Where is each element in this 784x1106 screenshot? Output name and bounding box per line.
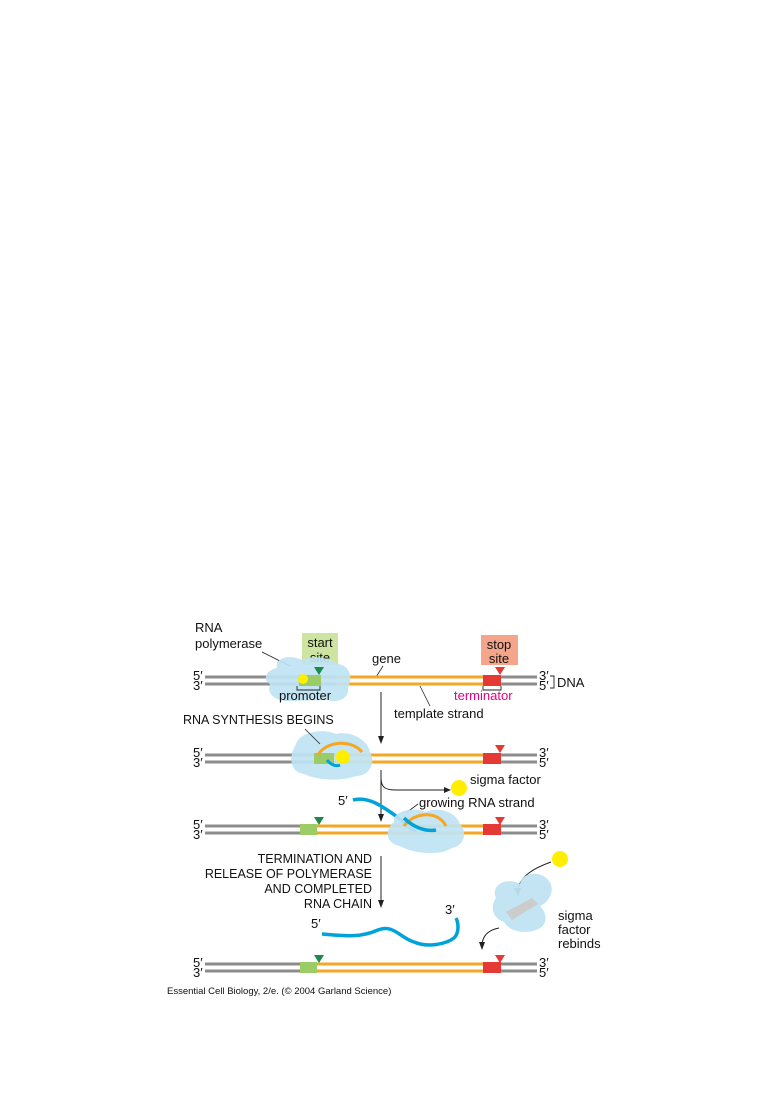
row3-rna-5prime: 5′	[338, 793, 348, 808]
dna-bracket	[550, 675, 555, 689]
row2-3prime-right: 3′	[539, 745, 549, 760]
row3-5prime-left: 5′	[193, 817, 203, 832]
row2-stop-site-marker	[495, 745, 505, 753]
termination-label: TERMINATION AND RELEASE OF POLYMERASE AN…	[205, 852, 372, 911]
dna-duplex	[205, 675, 537, 686]
stop-site-marker	[495, 667, 505, 675]
row2-promoter-region	[314, 753, 334, 764]
row3-rna-in-polymerase	[402, 816, 437, 833]
sigma-factor-label: sigma factor	[470, 772, 541, 787]
termination-label-line4: RNA CHAIN	[304, 897, 372, 911]
row4-3prime-right: 3′	[539, 955, 549, 970]
rna-polymerase-label-line2: polymerase	[195, 636, 262, 651]
dna-3prime-left: 3′	[193, 678, 203, 693]
gene-label: gene	[372, 651, 401, 666]
row-1-initiation: RNA polymerase start site stop site gene…	[193, 620, 585, 721]
stop-site-box	[481, 635, 518, 665]
terminator-label: terminator	[454, 688, 513, 703]
sigma-rebinds-label-line3: rebinds	[558, 936, 601, 951]
completed-rna-3prime: 3′	[445, 902, 455, 917]
sigma-factor-bound	[298, 674, 308, 684]
row3-stop-site-marker	[495, 817, 505, 825]
sigma-rebinds-label-line2: factor	[558, 922, 591, 937]
row2-5prime-left: 5′	[193, 745, 203, 760]
start-site-marker	[314, 667, 324, 675]
free-rna-polymerase	[492, 873, 552, 932]
row4-5prime-left: 5′	[193, 955, 203, 970]
row-2-synthesis-begins: 5′ 3′ 3′ 5′	[193, 728, 549, 780]
released-sigma-factor	[451, 780, 467, 796]
termination-label-line2: RELEASE OF POLYMERASE	[205, 867, 372, 881]
termination-label-line1: TERMINATION AND	[258, 852, 372, 866]
start-site-label-line1: start	[307, 635, 333, 650]
polymerase-return-arrow	[481, 927, 500, 945]
row-3-elongation: 5′ growing RNA strand 5′ 3′ 3′ 5′	[193, 793, 549, 854]
dna-5prime-right: 5′	[539, 678, 549, 693]
completed-rna-5prime: 5′	[311, 916, 321, 931]
step-arrow-3	[378, 856, 384, 908]
step-arrow-1	[378, 692, 384, 744]
template-strand-label: template strand	[394, 706, 484, 721]
row4-start-site-marker	[314, 955, 324, 963]
row3-3prime-left: 3′	[193, 827, 203, 842]
row3-start-site-marker	[314, 817, 324, 825]
rna-polymerase-label-line1: RNA	[195, 620, 223, 635]
promoter-label: promoter	[279, 688, 332, 703]
row3-dna-duplex	[205, 824, 537, 835]
free-sigma-factor	[552, 851, 568, 867]
row4-5prime-right: 5′	[539, 965, 549, 980]
row2-polymerase-leader	[304, 728, 321, 745]
row2-rna-start	[325, 759, 341, 768]
stop-site-label-line2: site	[489, 651, 509, 666]
template-strand-leader	[419, 685, 431, 707]
row2-3prime-left: 3′	[193, 755, 203, 770]
row4-dna-duplex	[205, 962, 537, 973]
terminator-region	[483, 675, 501, 686]
sigma-rebinding: sigma factor rebinds	[479, 851, 601, 951]
row2-5prime-right: 5′	[539, 755, 549, 770]
stop-site-label-line1: stop	[487, 637, 512, 652]
row4-stop-site-marker	[495, 955, 505, 963]
promoter-region	[299, 675, 321, 686]
completed-rna	[321, 917, 460, 947]
row3-3prime-right: 3′	[539, 817, 549, 832]
terminator-bracket	[482, 686, 502, 691]
dna-5prime-left: 5′	[193, 668, 203, 683]
row2-dna-bubble	[316, 741, 364, 756]
dna-label: DNA	[557, 675, 585, 690]
rna-synthesis-begins-label: RNA SYNTHESIS BEGINS	[183, 713, 334, 727]
row3-5prime-right: 5′	[539, 827, 549, 842]
gene-leader	[375, 665, 384, 678]
dna-3prime-right: 3′	[539, 668, 549, 683]
promoter-bracket	[296, 686, 321, 691]
row-4-completed: 5′ 3′ 5′ 3′ 3′ 5′	[193, 902, 549, 980]
row2-sigma-factor	[336, 750, 350, 764]
sigma-rebinds-label-line1: sigma	[558, 908, 593, 923]
growing-rna-strand-label: growing RNA strand	[419, 795, 535, 810]
termination-label-line3: AND COMPLETED	[264, 882, 372, 896]
figure-caption: Essential Cell Biology, 2/e. (© 2004 Gar…	[167, 986, 391, 997]
row4-3prime-left: 3′	[193, 965, 203, 980]
sigma-binding-site	[506, 898, 538, 920]
